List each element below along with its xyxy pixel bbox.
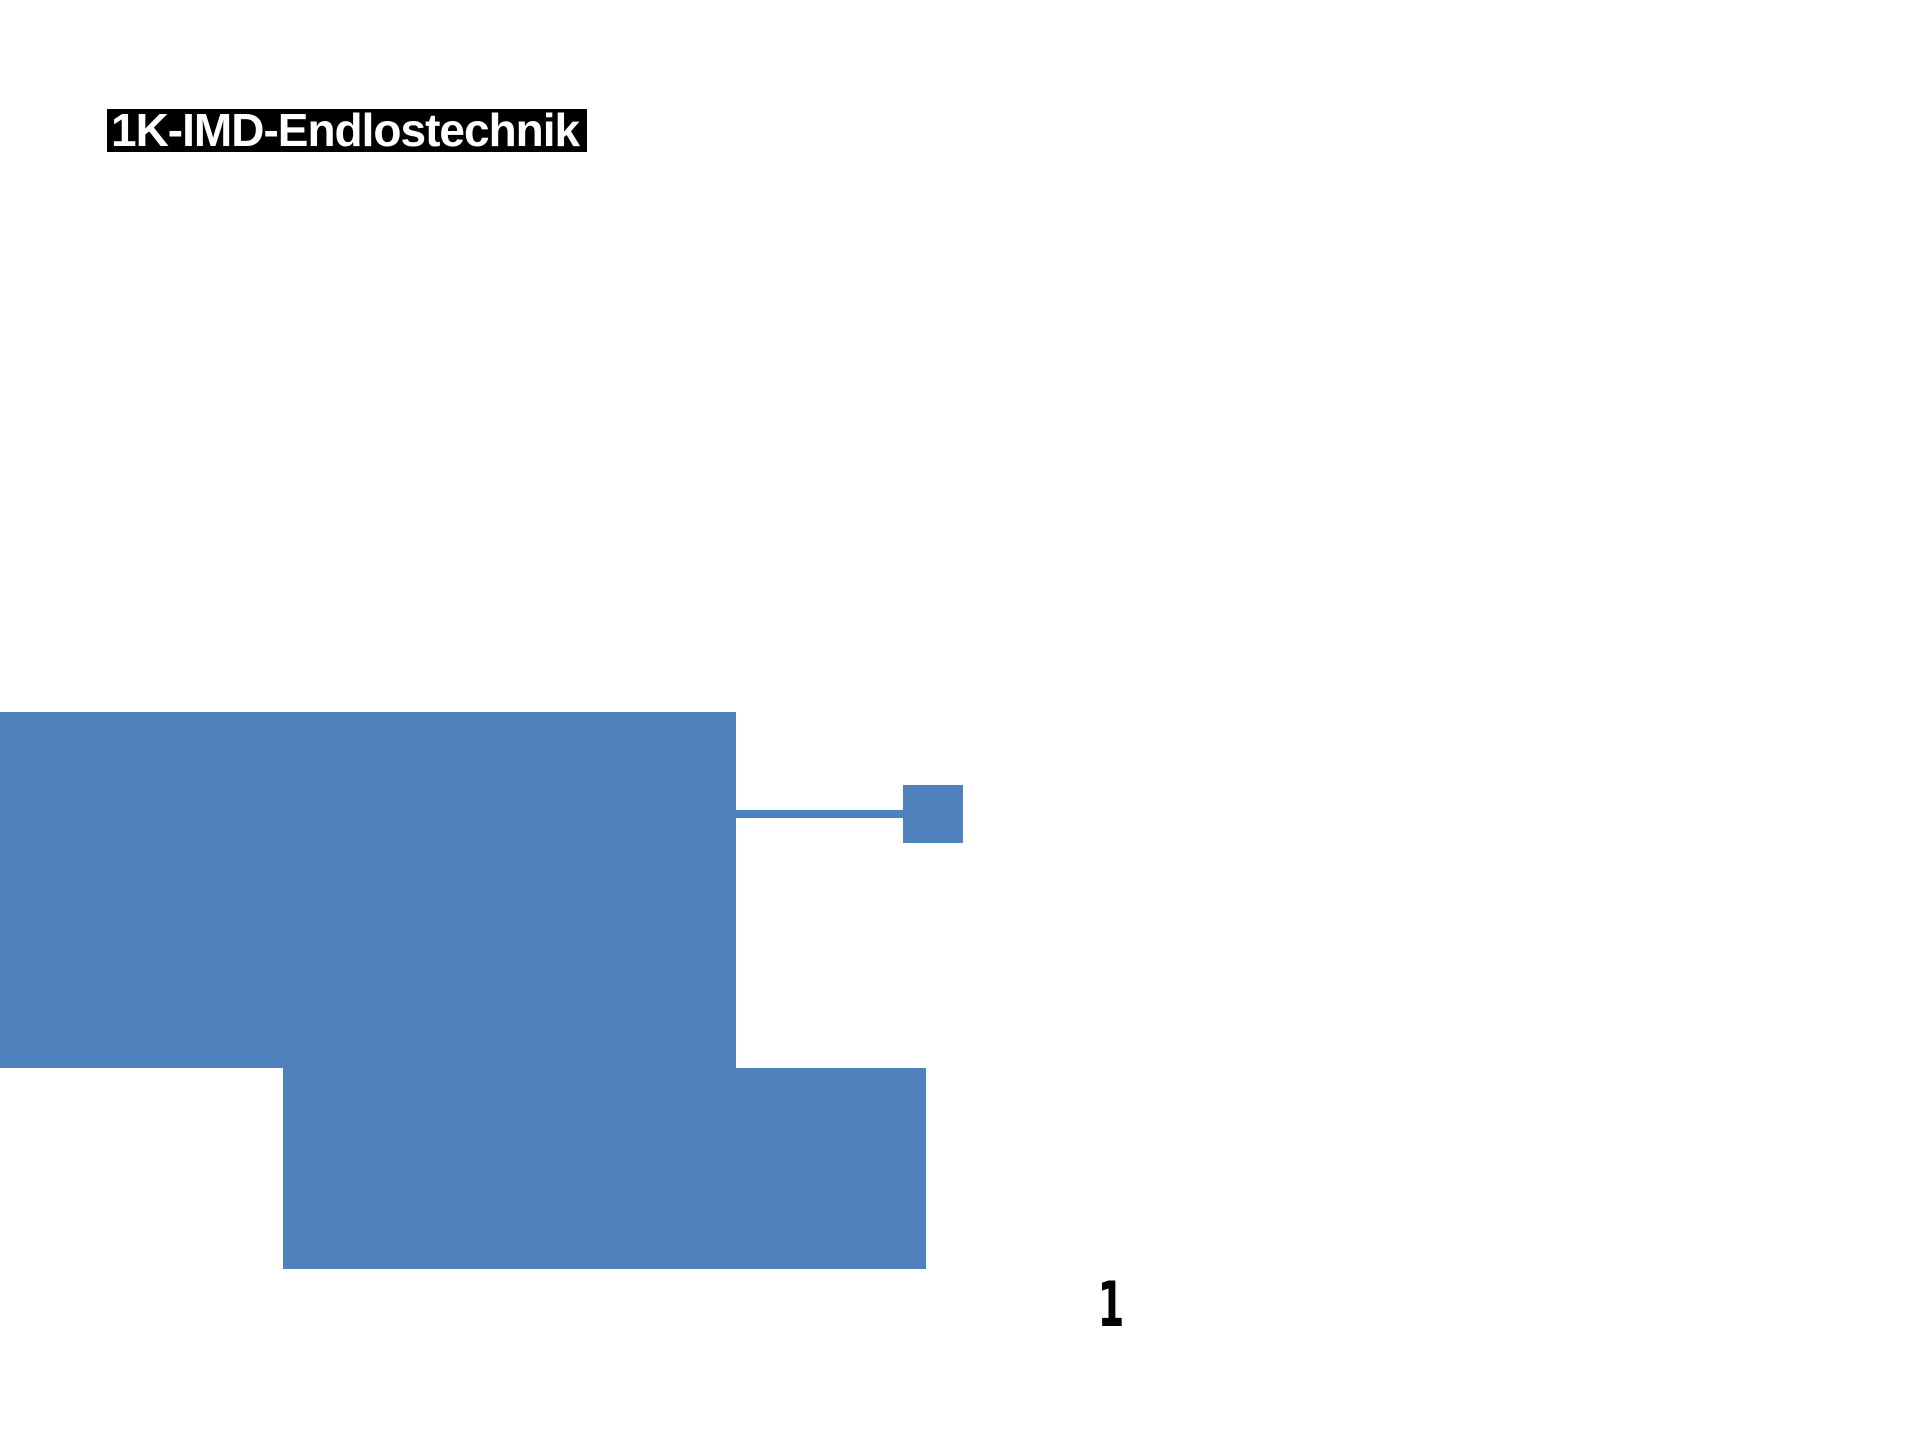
slide-title: 1K-IMD-Endlostechnik	[107, 107, 588, 153]
small-blue-square	[903, 785, 963, 843]
large-blue-rectangle	[0, 712, 736, 1068]
lower-blue-rectangle	[283, 1068, 926, 1269]
slide-page-number: 1	[1097, 1268, 1125, 1341]
slide-title-block: 1K-IMD-Endlostechnik	[107, 107, 588, 153]
connector-line	[736, 810, 903, 818]
